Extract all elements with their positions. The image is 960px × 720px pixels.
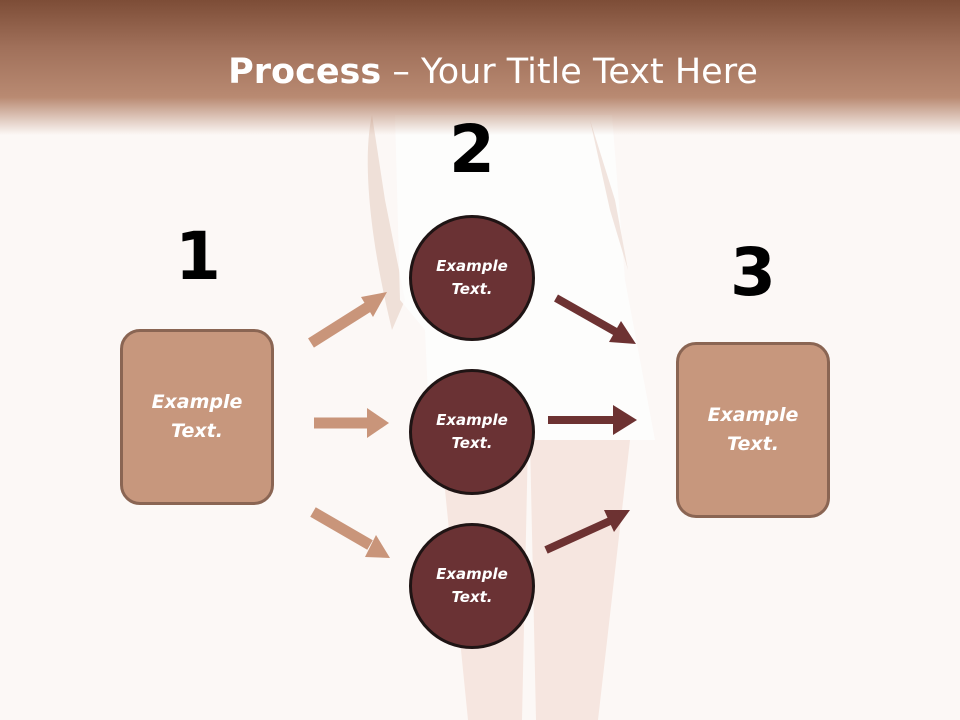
circle-top: Example Text.	[409, 215, 535, 341]
title-band	[0, 0, 960, 135]
slide-title: Process – Your Title Text Here	[0, 52, 960, 92]
left-box-label: Example Text.	[151, 391, 243, 442]
circle-middle-label: Example Text.	[436, 411, 508, 452]
step-number-2: 2	[449, 111, 495, 188]
arrow-middle-to-right	[548, 405, 637, 435]
arrow-left-to-middle	[314, 408, 389, 438]
arrow-bottom-to-right	[544, 510, 630, 554]
arrow-left-to-top	[308, 292, 387, 348]
right-box-label: Example Text.	[707, 404, 799, 455]
step-number-3: 3	[730, 234, 776, 311]
step-number-1: 1	[175, 218, 221, 295]
circle-bottom-label: Example Text.	[436, 565, 508, 606]
arrow-left-to-bottom	[310, 507, 390, 558]
circle-top-label: Example Text.	[436, 257, 508, 298]
title-rest: – Your Title Text Here	[381, 52, 758, 92]
left-box: Example Text.	[120, 329, 274, 505]
title-bold: Process	[228, 52, 382, 92]
right-box: Example Text.	[676, 342, 830, 518]
circle-bottom: Example Text.	[409, 523, 535, 649]
arrow-top-to-right	[554, 294, 636, 344]
circle-middle: Example Text.	[409, 369, 535, 495]
